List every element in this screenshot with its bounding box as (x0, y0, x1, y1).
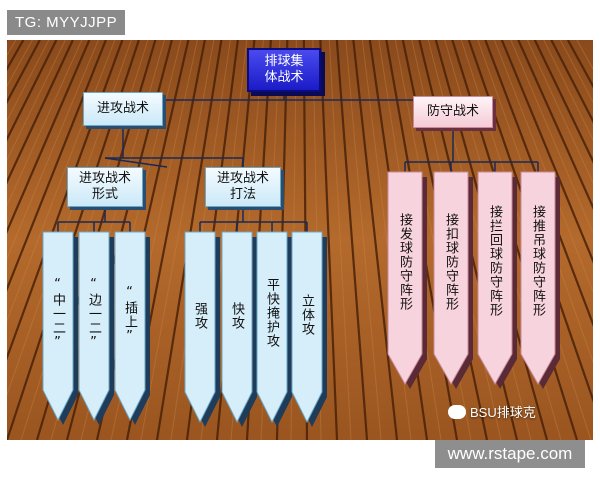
wood-grain (510, 40, 593, 235)
attack-node: 进攻战术 (83, 92, 163, 126)
defense-arrow-0-label: 接发球防守阵形 (397, 213, 412, 311)
defense-arrow-2-label: 接拦回球防守阵形 (487, 205, 502, 317)
top-left-watermark: TG: MYYJJPP (7, 10, 126, 35)
wood-grain (140, 40, 215, 440)
attack-method-arrow-0 (184, 231, 216, 424)
wood-grain (7, 40, 66, 162)
wood-grain (7, 40, 50, 122)
attack-form-arrow-1-label: “边一二” (86, 277, 101, 351)
attack-form-arrow-2-label: “插上” (122, 285, 137, 345)
defense-arrow-3-label: 接推吊球防守阵形 (530, 205, 545, 317)
plank-gap (500, 40, 593, 264)
attack-form-arrow-0 (42, 231, 74, 422)
attack-method-arrow-0-label: 强攻 (192, 302, 207, 330)
attack-method-arrow-2-label: 平快掩护攻 (264, 278, 279, 348)
root-node: 排球集 体战术 (247, 48, 321, 92)
defense-arrow-3 (520, 171, 556, 386)
plank-gap (550, 40, 593, 124)
chat-bubble-icon (448, 405, 466, 419)
attack-method-arrow-1-label: 快攻 (229, 302, 244, 330)
brand-text: BSU排球克 (470, 405, 536, 420)
attack-form-arrow-1 (78, 231, 110, 422)
attack-form-arrow-2 (114, 231, 146, 422)
defense-node: 防守战术 (413, 96, 493, 128)
wood-grain (345, 40, 382, 440)
defense-arrow-2 (477, 171, 513, 386)
attack-methods-node: 进攻战术 打法 (205, 167, 281, 207)
wood-grain (493, 40, 593, 294)
defense-arrow-1 (433, 171, 469, 386)
wood-grain (526, 40, 593, 185)
plank-gap (517, 40, 593, 210)
attack-forms-node: 进攻战术 形式 (67, 167, 143, 207)
attack-method-arrow-1 (221, 231, 253, 424)
bottom-right-watermark: www.rstape.com (435, 440, 585, 468)
wood-grain (7, 40, 99, 260)
brand-watermark: BSU排球克 (448, 402, 536, 421)
plank-gap (352, 40, 399, 440)
plank-gap (484, 40, 593, 328)
wood-grain (7, 40, 83, 207)
plank-gap (533, 40, 593, 164)
wood-grain (328, 40, 352, 440)
wood-grain (543, 40, 593, 141)
plank-gap (7, 40, 58, 142)
defense-arrow-1-label: 接扣球防守阵形 (443, 213, 458, 311)
plank-gap (335, 40, 369, 440)
plank-gap (319, 40, 339, 440)
attack-method-arrow-3-label: 立体攻 (299, 294, 314, 336)
defense-arrow-0 (387, 171, 423, 386)
plank-gap (7, 40, 91, 234)
attack-method-arrow-2 (256, 231, 288, 424)
attack-method-arrow-3 (291, 231, 323, 424)
attack-form-arrow-0-label: “中一二” (50, 277, 65, 351)
plank-gap (7, 40, 107, 292)
plank-gap (7, 40, 74, 185)
connector-line (104, 157, 168, 168)
